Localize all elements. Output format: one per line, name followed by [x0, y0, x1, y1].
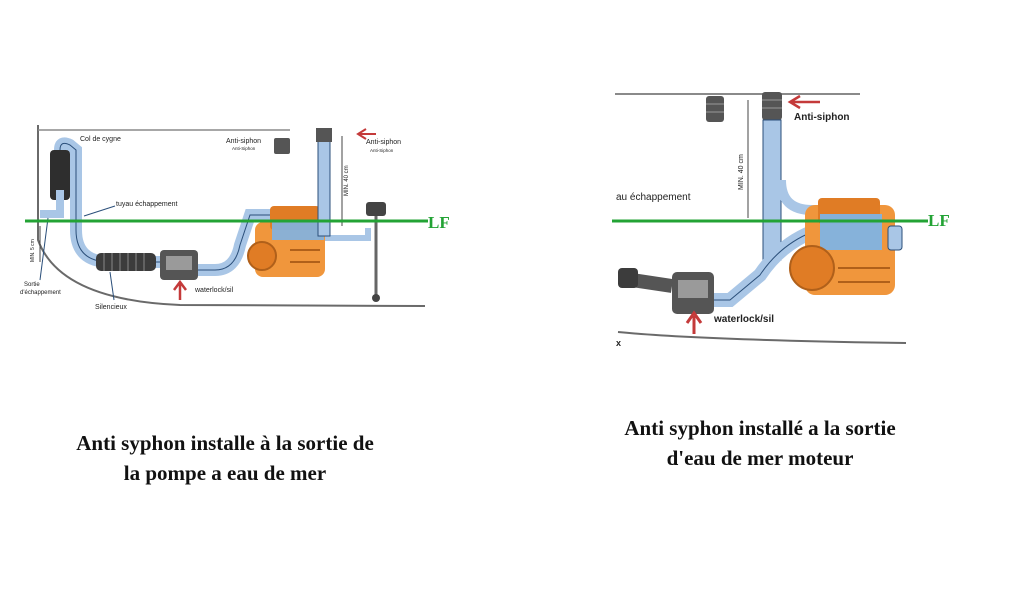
left-label-min5: MIN. 5 cm — [30, 239, 36, 262]
right-engine — [789, 198, 903, 295]
left-silencer — [96, 253, 156, 271]
left-seacock — [366, 202, 386, 216]
left-hull — [37, 125, 426, 307]
right-label-lf: LF — [928, 211, 950, 230]
right-label-eau-echappement: au échappement — [616, 192, 691, 203]
right-label-min40: MIN. 40 cm — [738, 154, 745, 190]
right-anti-siphon-arrow — [787, 94, 820, 110]
right-label-x: x — [616, 338, 621, 348]
left-goose-neck-fitting — [50, 150, 70, 200]
left-waterlock-window — [166, 256, 192, 270]
right-hull — [617, 331, 907, 344]
left-label-waterlock: waterlock/sil — [194, 287, 234, 294]
left-label-tuyau: tuyau échappement — [116, 201, 178, 208]
left-caption-line-2: la pompe a eau de mer — [123, 461, 327, 485]
left-leader-tuyau — [83, 205, 116, 217]
right-caption-line-1: Anti syphon installé a la sortie — [624, 416, 896, 440]
right-waterlock-window — [678, 280, 708, 298]
left-label-sortie-1: Sortie — [24, 282, 40, 288]
right-label-waterlock: waterlock/sil — [713, 314, 774, 325]
left-label-col-de-cygne: Col de cygne — [80, 136, 121, 143]
right-waterlock-arrow — [685, 310, 703, 334]
left-goose-neck-outline — [59, 142, 160, 263]
left-label-silencieux: Silencieux — [95, 304, 127, 311]
right-caption: Anti syphon installé a la sortie d'eau d… — [560, 413, 960, 473]
left-anti-siphon-valve-2 — [316, 128, 332, 142]
left-intake-fitting — [372, 294, 380, 302]
left-label-anti-siphon-2: Anti-siphon — [366, 139, 401, 146]
left-diagram: Col de cygne Anti-siphon Anti-Siphon Ant… — [20, 125, 450, 311]
left-engine — [247, 206, 325, 277]
right-anti-siphon-valve-1 — [706, 96, 724, 122]
right-caption-line-2: d'eau de mer moteur — [666, 446, 854, 470]
left-exhaust-pipe-outline — [198, 214, 272, 271]
right-anti-siphon-valve-2 — [762, 92, 782, 120]
left-label-min40: MIN. 40 cm — [344, 165, 350, 196]
left-raw-water-pipe — [325, 228, 371, 241]
left-anti-siphon-valve-1 — [274, 138, 290, 154]
left-label-anti-siphon-1: Anti-siphon — [226, 138, 261, 145]
left-waterlock-arrow — [173, 279, 187, 300]
right-outlet-pipe — [630, 273, 674, 293]
right-diagram: Anti-siphon au échappement MIN. 40 cm wa… — [612, 92, 950, 348]
left-exhaust-outlet-pipe — [40, 190, 64, 218]
left-label-sortie-2: d'échappement — [20, 290, 61, 296]
left-label-anti-siphon-2-sub: Anti-Siphon — [370, 148, 394, 153]
left-anti-siphon-arrow — [356, 128, 376, 140]
right-outlet-fitting — [618, 268, 638, 288]
right-label-anti-siphon: Anti-siphon — [794, 112, 850, 123]
left-caption: Anti syphon installe à la sortie de la p… — [20, 428, 430, 488]
left-leader-silencieux — [109, 271, 115, 301]
left-leader-sortie — [39, 217, 49, 281]
left-label-anti-siphon-1-sub: Anti-Siphon — [232, 146, 256, 151]
left-caption-line-1: Anti syphon installe à la sortie de — [76, 431, 374, 455]
left-label-lf: LF — [428, 213, 450, 232]
right-exhaust-pipe-outline — [712, 231, 813, 301]
